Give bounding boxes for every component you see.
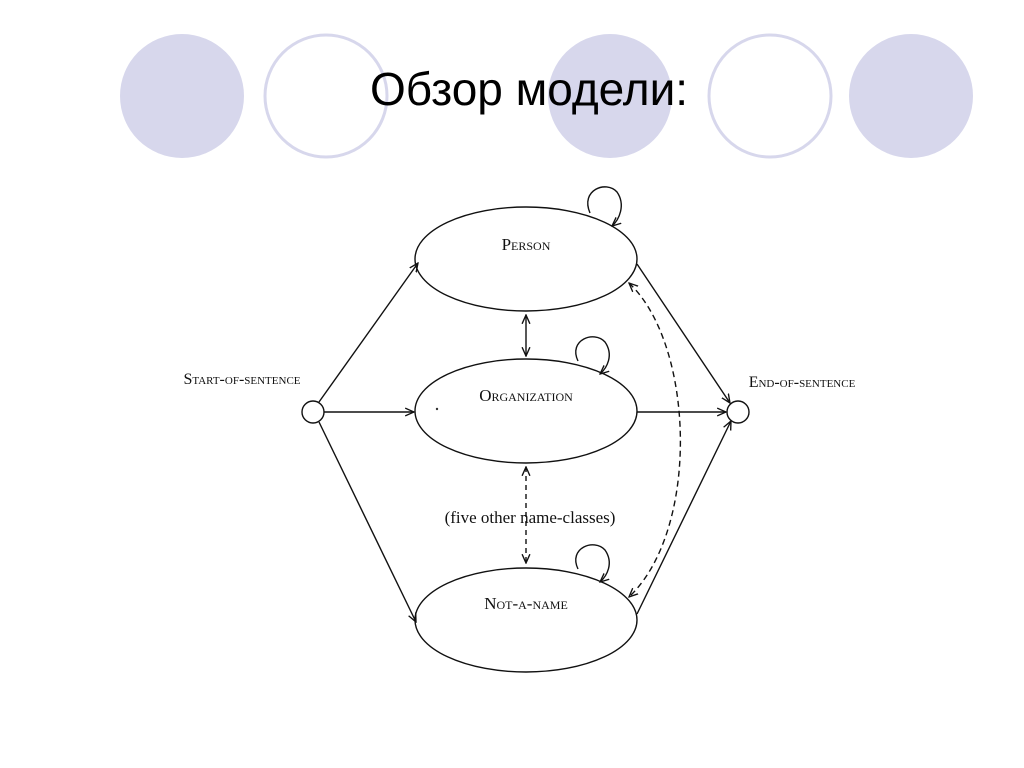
end-node	[726, 400, 750, 424]
state-person	[414, 206, 638, 312]
decor-circle-filled-2	[548, 34, 672, 158]
edge-start-not-a-name	[318, 421, 416, 622]
decor-circle-outline-2	[707, 33, 833, 159]
label-five-other-name-classes: (five other name-classes)	[445, 508, 616, 527]
slide-title: Обзор модели:	[370, 63, 689, 115]
label-end-of-sentence: End-of-sentence	[749, 374, 856, 391]
decor-circle-outline-1	[263, 33, 389, 159]
edge-not-a-name-end	[636, 421, 731, 615]
edge-person-not-a-name	[629, 283, 682, 597]
label-not-a-name: Not-a-name	[484, 594, 568, 613]
state-organization	[414, 358, 638, 464]
edge-start-person	[318, 263, 418, 403]
edge-person-end	[636, 263, 730, 403]
start-node	[301, 400, 325, 424]
decor-circle-filled-1	[120, 34, 244, 158]
self-loop-person	[587, 186, 622, 226]
state-not-a-name	[414, 567, 638, 673]
label-organization: Organization	[479, 386, 573, 405]
decor-circle-filled-3	[849, 34, 973, 158]
self-loop-not-a-name	[575, 544, 610, 582]
self-loop-organization	[575, 336, 610, 374]
label-start-of-sentence: Start-of-sentence	[183, 371, 300, 388]
label-person: Person	[502, 235, 551, 254]
